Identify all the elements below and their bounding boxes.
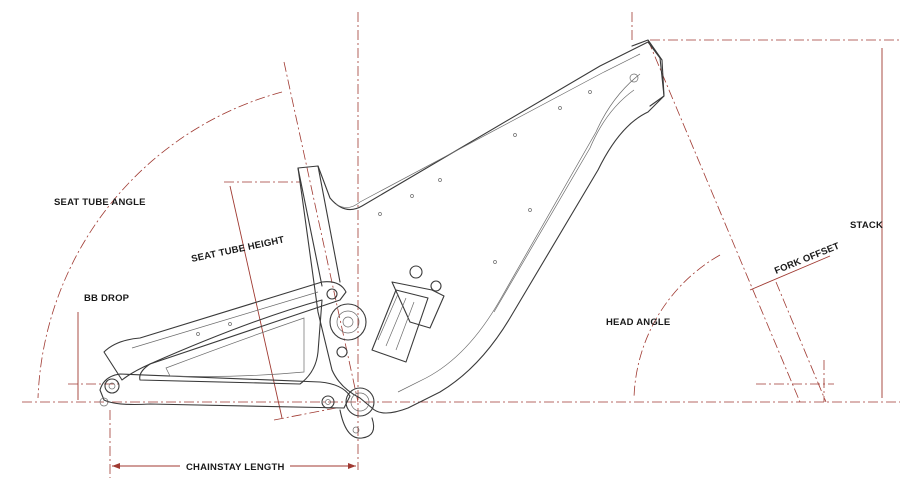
bottom-bracket [345,387,375,417]
head-angle-label: HEAD ANGLE [606,317,670,328]
seat-tube-height-label: SEAT TUBE HEIGHT [190,234,285,264]
head-tube [631,39,665,107]
frame-drawing [99,39,665,439]
seat-tube-angle-label: SEAT TUBE ANGLE [54,197,146,208]
frame-outline [297,41,665,414]
head-tube-axis-line [647,39,801,403]
bb-drop-label: BB DROP [84,293,130,304]
stack-label: STACK [850,220,883,231]
rear-shock [371,289,429,363]
seat-tube-height-bottom-ext [273,407,337,421]
chainstay-length-label: CHAINSTAY LENGTH [186,462,285,473]
diagram-labels: SEAT TUBE ANGLE SEAT TUBE HEIGHT BB DROP… [54,197,883,473]
head-angle-arc [633,254,721,399]
seat-tube [297,165,341,287]
chainring [329,303,367,341]
fork-offset-line [749,255,831,291]
dimension-lines [22,12,900,478]
fork-axis-line [775,281,827,403]
fork-offset-label: FORK OFFSET [773,241,841,277]
seat-stay [103,281,347,381]
rear-axle [104,378,120,394]
seat-tube-angle-arc [37,91,283,399]
chain-stay [99,373,351,409]
seat-tube-axis-line [283,61,359,403]
